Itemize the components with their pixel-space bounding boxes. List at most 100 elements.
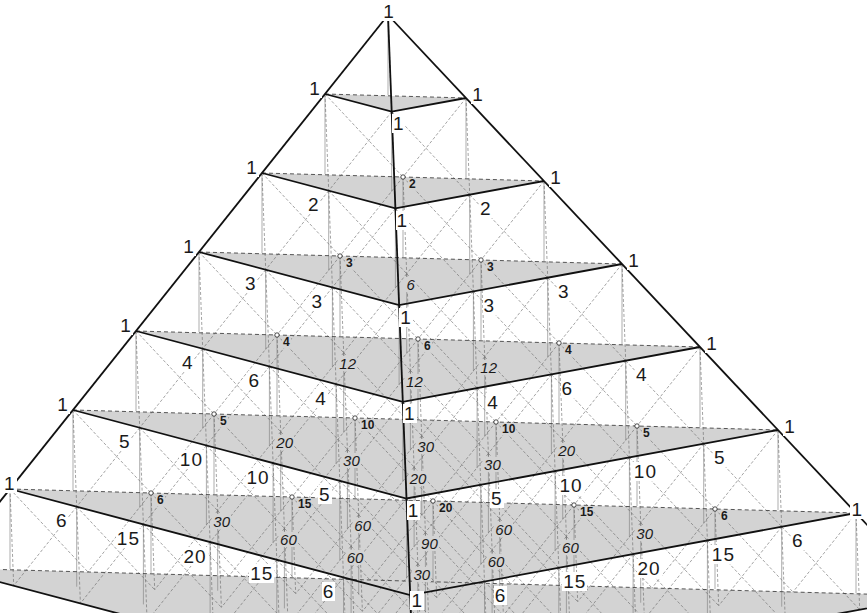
lattice-line [143,524,147,613]
lattice-line [418,485,481,564]
lattice-line [14,507,77,586]
lattice-line [88,493,151,572]
lattice-line [414,388,477,467]
lattice-line [481,485,485,582]
back-edge-number: 15 [579,506,594,518]
back-edge-number: 20 [438,502,453,514]
lattice-line [622,264,626,361]
pyramid-ridge [388,15,867,613]
edge-number: 10 [633,462,658,481]
back-edge [10,489,856,513]
lattice-line [407,195,470,274]
lattice-line [281,353,344,432]
edge-number: 1 [850,500,864,519]
edge-number: 3 [557,282,571,301]
back-edge-number: 15 [297,498,312,510]
lattice-line [151,493,229,576]
back-edge-number: 5 [642,427,651,439]
back-edge-number: 5 [219,415,228,427]
lattice-line [344,578,348,613]
edge-number: 1 [396,211,410,230]
back-edge-number: 6 [720,510,729,522]
edge-number: 6 [791,531,805,550]
edge-number: 1 [3,474,17,493]
interior-number: 30 [342,453,361,468]
interior-number: 20 [557,443,576,458]
lattice-line [395,208,473,291]
lattice-line [548,278,552,375]
lattice-line [629,457,707,540]
lattice-line [269,366,347,449]
back-edge-number: 6 [423,340,432,352]
lattice-line [80,524,143,603]
interior-number: 30 [635,526,654,541]
lattice-line [340,256,418,339]
lattice-line [206,445,210,542]
lattice-line [340,256,344,353]
back-edge-number: 4 [564,344,573,356]
lattice-line [332,287,336,384]
edge-number: 1 [783,417,797,436]
layer-triangle [199,252,622,305]
front-edge [0,568,867,613]
interior-number: 30 [212,514,231,529]
lattice-line [477,388,555,471]
lattice-line [481,260,559,343]
lattice-line [214,414,292,497]
lattice-line [284,449,347,528]
back-edge [136,331,700,347]
lattice-line [551,374,629,457]
edge-number: 1 [471,85,485,104]
lattice-line [77,507,155,590]
edge-number: 15 [116,529,141,548]
lattice-line [77,507,81,604]
lattice-line [700,347,704,444]
lattice-line [210,542,214,613]
lattice-line [344,499,407,578]
interior-number: 60 [494,522,513,537]
interior-number: 30 [412,567,431,582]
lattice-line [214,414,218,511]
lattice-dot [572,503,576,507]
lattice-line [214,335,277,414]
edge-number: 4 [181,353,195,372]
lattice-line [277,481,340,560]
edge-number: 15 [249,564,274,583]
lattice-line [210,463,273,542]
lattice-line [332,208,395,287]
back-edge [199,252,622,264]
lattice-line [336,384,340,481]
lattice-dot [149,491,153,495]
lattice-line [199,252,277,335]
lattice-dot [212,412,216,416]
lattice-dot [557,341,561,345]
lattice-dot [431,499,435,503]
interior-number: 20 [409,471,428,486]
edge-number: 6 [561,379,575,398]
edge-number: 1 [403,404,417,423]
lattice-line [707,540,785,613]
lattice-line [262,173,266,270]
edge-number: 4 [486,393,500,412]
lattice-line [492,471,555,550]
edge-number: 6 [248,371,262,390]
interior-number: 20 [275,435,294,450]
lattice-line [136,331,140,428]
edge-number: 4 [635,365,649,384]
lattice-line [10,489,88,572]
edge-number: 4 [314,389,328,408]
back-edge-number: 3 [345,257,354,269]
lattice-line [403,402,481,485]
lattice-line [340,402,403,481]
edge-number: 6 [55,511,69,530]
edge-number: 1 [245,158,259,177]
pyramid-ridge [388,15,418,613]
lattice-line [340,177,403,256]
edge-number: 10 [179,450,204,469]
interior-number: 90 [420,536,439,551]
lattice-line [273,463,277,560]
lattice-line [143,524,221,607]
front-edge [262,173,544,208]
edge-number: 2 [307,195,321,214]
lattice-line [206,366,269,445]
